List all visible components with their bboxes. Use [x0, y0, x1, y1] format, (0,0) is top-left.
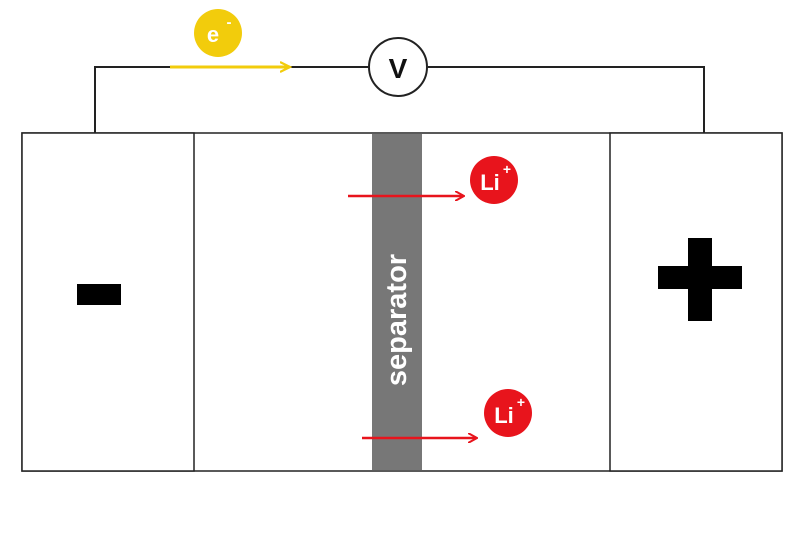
- lithium-ion-2: Li +: [484, 389, 532, 437]
- ion-2-charge: +: [517, 394, 525, 410]
- ion-2-label: Li: [494, 403, 514, 428]
- voltmeter: V: [368, 37, 428, 97]
- separator: [372, 134, 422, 470]
- negative-symbol: [77, 284, 121, 305]
- electron-label: e: [207, 22, 219, 47]
- voltmeter-label: V: [389, 53, 408, 84]
- electron: e -: [194, 9, 242, 57]
- separator-label: separator: [381, 254, 413, 386]
- positive-symbol: [658, 238, 742, 321]
- lithium-ion-1: Li +: [470, 156, 518, 204]
- electron-charge: -: [227, 14, 232, 31]
- ion-1-charge: +: [503, 161, 511, 177]
- ion-1-label: Li: [480, 170, 500, 195]
